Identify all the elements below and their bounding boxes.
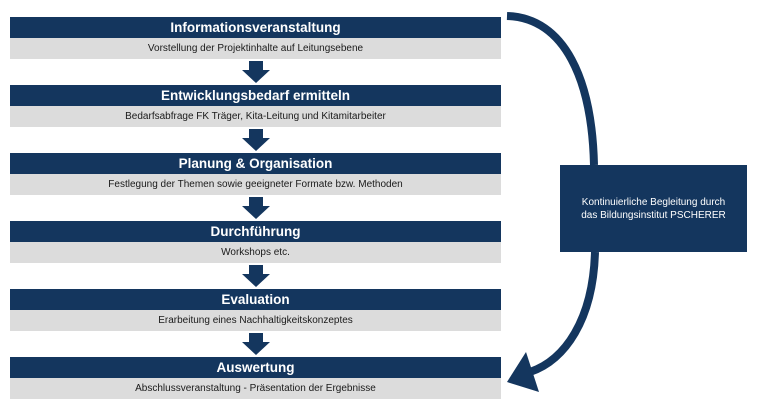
step-description: Vorstellung der Projektinhalte auf Leitu… xyxy=(10,38,501,59)
continuous-support-box: Kontinuierliche Begleitung durch das Bil… xyxy=(560,165,747,252)
step-description: Bedarfsabfrage FK Träger, Kita-Leitung u… xyxy=(10,106,501,127)
step-durchfuehrung: Durchführung Workshops etc. xyxy=(10,221,501,263)
down-arrow-icon xyxy=(242,61,270,83)
step-title: Informationsveranstaltung xyxy=(10,17,501,38)
step-description: Workshops etc. xyxy=(10,242,501,263)
step-description: Abschlussveranstaltung - Präsentation de… xyxy=(10,378,501,399)
step-title: Durchführung xyxy=(10,221,501,242)
support-text-line2: das Bildungsinstitut PSCHERER xyxy=(581,209,726,221)
step-evaluation: Evaluation Erarbeitung eines Nachhaltigk… xyxy=(10,289,501,331)
step-title: Evaluation xyxy=(10,289,501,310)
step-title: Auswertung xyxy=(10,357,501,378)
step-title: Entwicklungsbedarf ermitteln xyxy=(10,85,501,106)
step-auswertung: Auswertung Abschlussveranstaltung - Präs… xyxy=(10,357,501,399)
support-text-line1: Kontinuierliche Begleitung durch xyxy=(581,196,726,208)
step-description: Erarbeitung eines Nachhaltigkeitskonzept… xyxy=(10,310,501,331)
down-arrow-icon xyxy=(242,129,270,151)
step-title: Planung & Organisation xyxy=(10,153,501,174)
step-entwicklungsbedarf: Entwicklungsbedarf ermitteln Bedarfsabfr… xyxy=(10,85,501,127)
down-arrow-icon xyxy=(242,333,270,355)
step-informationsveranstaltung: Informationsveranstaltung Vorstellung de… xyxy=(10,17,501,59)
step-planung-organisation: Planung & Organisation Festlegung der Th… xyxy=(10,153,501,195)
down-arrow-icon xyxy=(242,265,270,287)
step-description: Festlegung der Themen sowie geeigneter F… xyxy=(10,174,501,195)
down-arrow-icon xyxy=(242,197,270,219)
